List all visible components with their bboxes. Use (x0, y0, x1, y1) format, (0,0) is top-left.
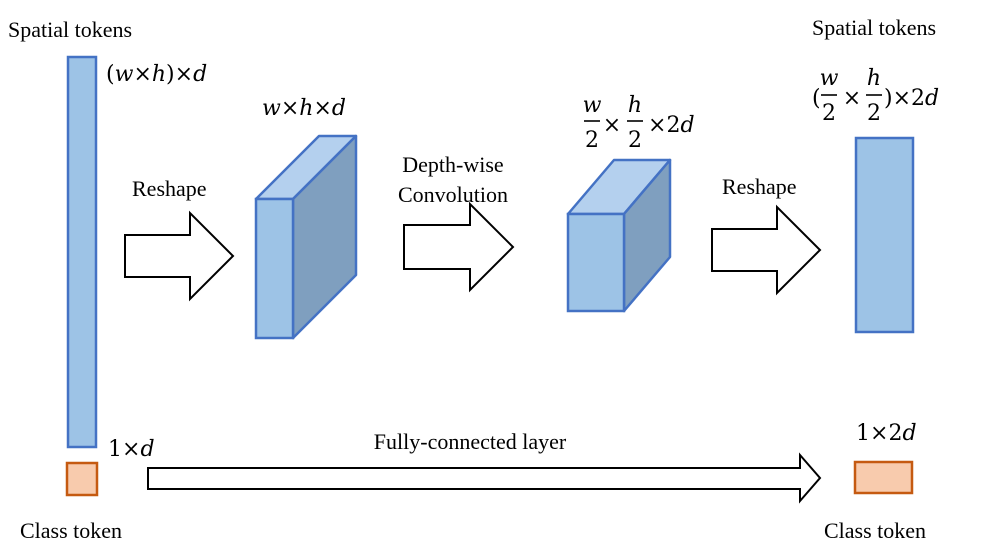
fully-connected-arrow (147, 452, 822, 504)
reshape-label-2: Reshape (722, 174, 797, 199)
reshape-arrow-1 (124, 210, 235, 302)
spatial-tokens-left-label: Spatial tokens (8, 17, 132, 42)
spatial-tokens-right-label: Spatial tokens (812, 15, 936, 40)
depthwise-label-line1: Depth-wise (402, 152, 503, 177)
spatial-tokens-bar-left (66, 55, 98, 449)
dim-label-cube-1: w×h×d (262, 96, 346, 121)
svg-text:w: w (583, 93, 602, 118)
feature-cube-1 (254, 134, 358, 340)
class-token-left-label: Class token (20, 518, 122, 543)
dim-label-input: (w×h)×d (106, 62, 207, 87)
dim-label-output-tail: )×2d (884, 86, 939, 111)
svg-text:×: × (603, 113, 621, 138)
class-token-box-right (853, 460, 914, 495)
class-token-right-label: Class token (824, 518, 926, 543)
fully-connected-label: Fully-connected layer (374, 429, 567, 454)
dim-label-cube-2-tail: ×2d (648, 113, 695, 138)
convolution-arrow (403, 201, 515, 293)
svg-text:w: w (820, 66, 839, 91)
class-token-box-left (65, 461, 99, 497)
depthwise-label-line2: Convolution (398, 182, 508, 207)
reshape-label-1: Reshape (132, 176, 207, 201)
cube-2-front (566, 212, 626, 313)
svg-text:2: 2 (585, 128, 599, 153)
feature-cube-2 (566, 158, 672, 313)
dim-label-class-input: 1×d (108, 437, 155, 462)
dim-label-output: ( w 2 × h 2 )×2d (812, 66, 939, 126)
spatial-tokens-bar-right (854, 136, 915, 334)
svg-text:h: h (867, 66, 881, 91)
reshape-arrow-2 (711, 204, 822, 296)
dim-label-cube-2: w 2 × h 2 ×2d (583, 93, 695, 153)
svg-text:×: × (843, 86, 861, 111)
dim-label-class-output: 1×2d (856, 421, 917, 446)
svg-text:(: ( (812, 86, 821, 111)
svg-text:2: 2 (822, 101, 836, 126)
svg-text:h: h (628, 93, 642, 118)
svg-text:2: 2 (867, 101, 881, 126)
cube-1-front (254, 197, 295, 340)
svg-text:2: 2 (628, 128, 642, 153)
